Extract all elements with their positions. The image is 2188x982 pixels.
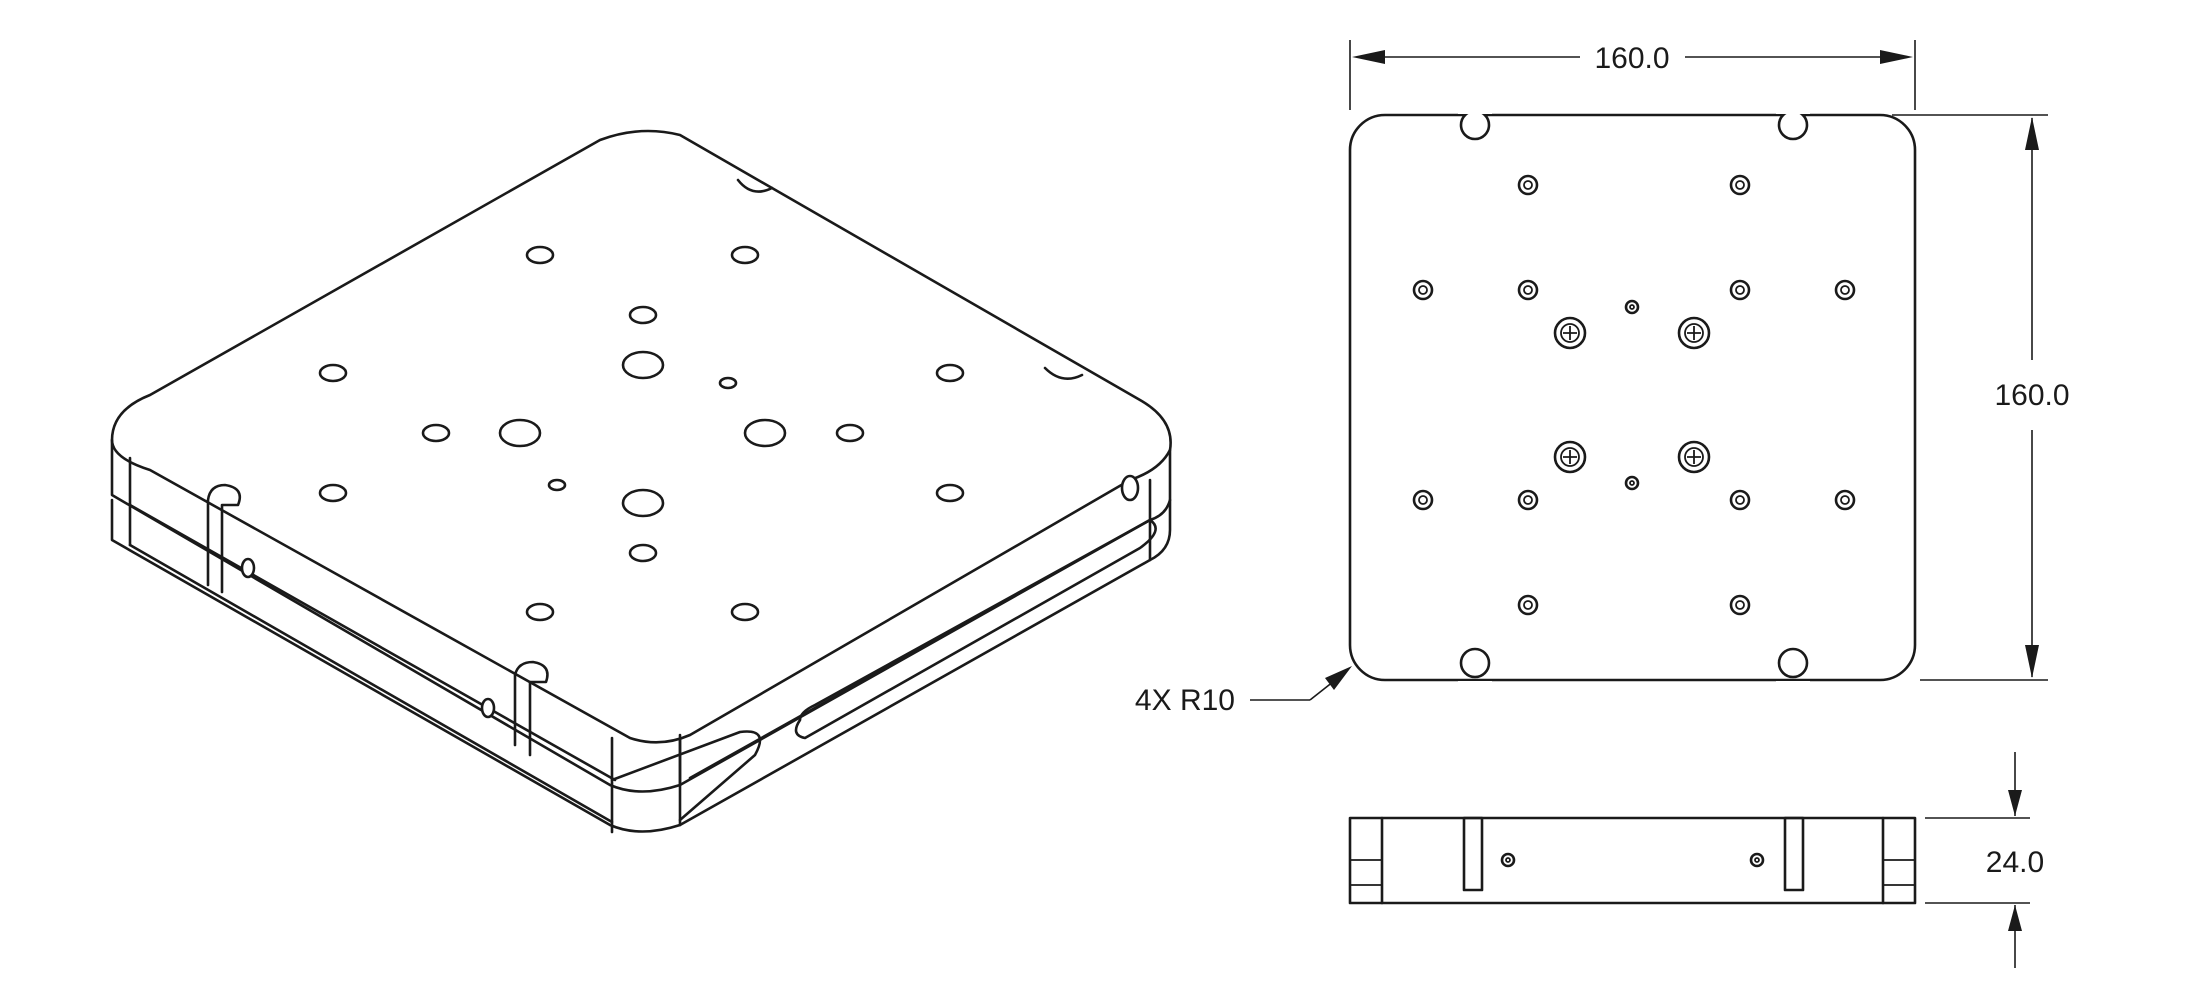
width-dimension: 160.0 [1349, 40, 1916, 110]
iso-small-hole [547, 478, 567, 492]
width-label: 160.0 [1594, 42, 1669, 75]
iso-counterbore-hole [743, 418, 787, 448]
top-notch-hole [1459, 109, 1491, 141]
iso-side-hole-3 [1120, 474, 1140, 502]
side-slot-right [1783, 816, 1805, 892]
iso-keyhole-slot-front [513, 660, 549, 757]
iso-side-slot-front [610, 730, 762, 822]
side-slot-left [1462, 816, 1484, 892]
side-view-outline [1348, 816, 1917, 905]
counterbore-holes [1553, 316, 1711, 474]
iso-hole [318, 363, 348, 383]
iso-side-slot-right [794, 518, 1157, 740]
iso-side-hole-1 [240, 557, 256, 579]
top-view: 160.0 160.0 4X R10 [1135, 40, 2070, 717]
iso-lower-block-base [128, 543, 614, 824]
iso-hole [525, 602, 555, 622]
iso-keyhole-slot-left [206, 483, 242, 594]
iso-hole [935, 483, 965, 503]
top-notch-hole [1777, 109, 1809, 141]
iso-hole [525, 245, 555, 265]
isometric-view [110, 129, 1172, 834]
iso-top-face [110, 129, 1172, 744]
iso-hole [318, 483, 348, 503]
iso-counterbore-hole [498, 418, 542, 448]
notch-mask [1776, 100, 1810, 114]
iso-notch-back [736, 178, 774, 193]
iso-hole [835, 423, 865, 443]
radius-label: 4X R10 [1135, 684, 1235, 717]
side-view: 24.0 [1348, 752, 2044, 968]
threaded-holes [1412, 174, 1856, 616]
radius-callout: 4X R10 [1135, 666, 1352, 717]
notch-mask [1776, 681, 1810, 695]
iso-hole [935, 363, 965, 383]
iso-hole [628, 543, 658, 563]
iso-counterbore-hole [621, 488, 665, 518]
iso-notch-right [1043, 366, 1084, 380]
height-dimension: 160.0 [1892, 114, 2070, 681]
iso-small-hole [718, 376, 738, 390]
iso-upper-side-left [110, 438, 682, 793]
bottom-notch-hole [1459, 647, 1491, 679]
iso-hole [421, 423, 451, 443]
top-view-outline [1348, 113, 1917, 682]
thickness-dimension: 24.0 [1925, 752, 2044, 968]
iso-counterbore-hole [621, 350, 665, 380]
iso-hole [730, 245, 760, 265]
iso-hole [730, 602, 760, 622]
notch-mask [1458, 100, 1492, 114]
notch-mask [1458, 681, 1492, 695]
bottom-notch-hole [1777, 647, 1809, 679]
iso-front-corner-cutout [610, 736, 682, 834]
iso-side-hole-2 [480, 697, 496, 719]
thickness-label: 24.0 [1986, 846, 2044, 879]
iso-hole [628, 305, 658, 325]
height-label: 160.0 [1994, 379, 2069, 412]
